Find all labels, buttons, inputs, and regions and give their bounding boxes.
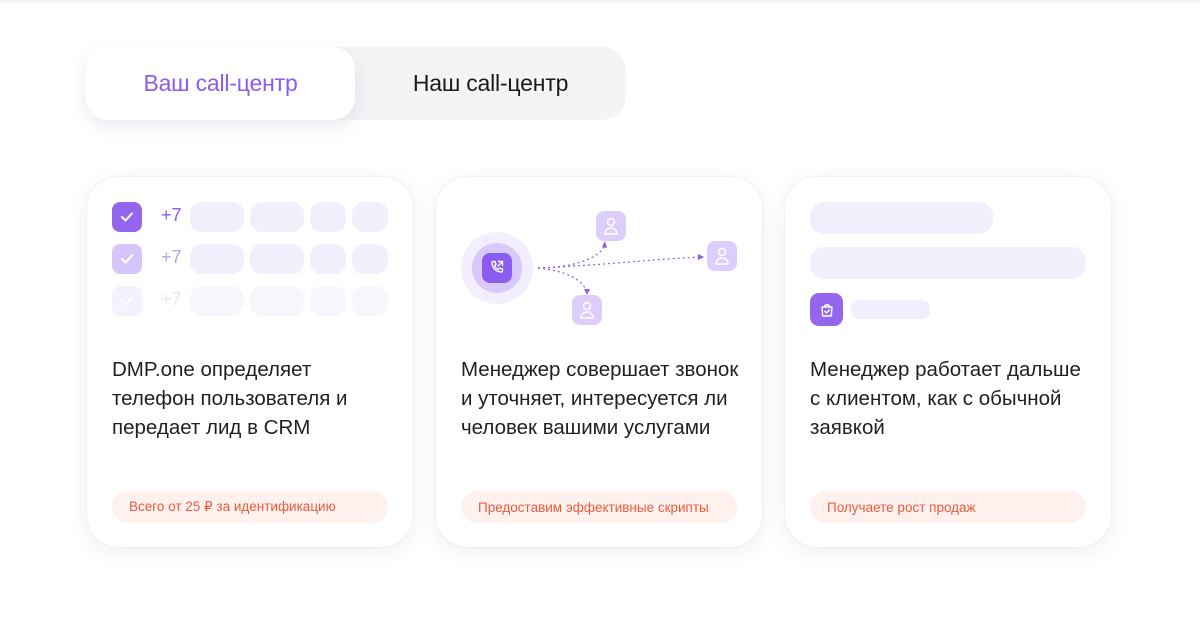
scripts-badge: Предоставим эффективные скрипты [461,491,737,523]
call-routing-illustration [461,211,737,325]
card-description: DMP.one определяет телефон пользователя … [112,358,348,439]
card-manager-call: Менеджер совершает звонок и уточняет, ин… [436,177,762,547]
check-icon [112,286,142,316]
sales-growth-badge: Получаете рост продаж [810,491,1086,523]
phone-digits-block [190,244,244,274]
user-icon [596,211,626,241]
phone-digits-block [250,286,304,316]
top-divider [0,0,1200,4]
tab-switcher: Ваш call-центр Наш call-центр [86,47,626,120]
card-identification: +7 +7 +7 DMP.one о [87,177,413,547]
placeholder-bar [851,300,930,319]
card-description: Менеджер работает дальше с клиентом, как… [810,358,1081,439]
phone-digits-block [310,202,346,232]
phone-digits-block [190,286,244,316]
phone-digits-block [310,286,346,316]
phone-code: +7 [161,205,182,225]
phone-digits-block [190,202,244,232]
placeholder-bar [810,247,1086,279]
check-icon [112,202,142,232]
user-icon [707,241,737,271]
phone-digits-block [352,202,388,232]
phone-code: +7 [161,289,182,309]
phone-code: +7 [161,247,182,267]
card-manager-client: Менеджер работает дальше с клиентом, как… [785,177,1111,547]
phone-digits-block [352,244,388,274]
tab-your-call-center[interactable]: Ваш call-центр [86,47,355,120]
placeholder-bar [810,202,993,234]
phone-digits-block [352,286,388,316]
phone-digits-block [310,244,346,274]
user-icon [572,295,602,325]
phone-outgoing-icon [491,260,504,273]
tab-our-call-center[interactable]: Наш call-центр [412,70,569,96]
shopping-bag-check-icon [810,293,843,326]
check-icon [112,244,142,274]
phone-digits-block [250,244,304,274]
card-description: Менеджер совершает звонок и уточняет, ин… [461,358,739,439]
phone-digits-block [250,202,304,232]
price-badge: Всего от 25 ₽ за идентификацию [112,491,388,523]
